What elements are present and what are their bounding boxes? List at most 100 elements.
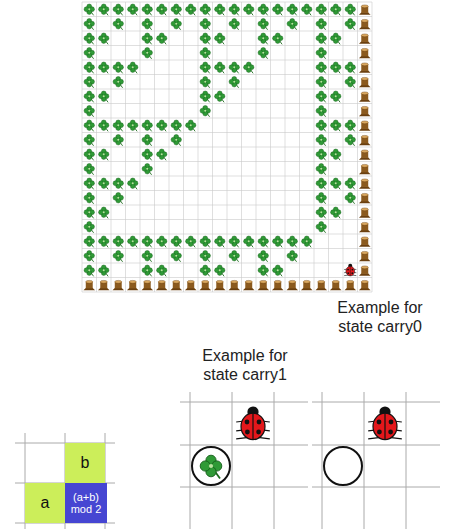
clover-icon (200, 4, 210, 15)
clover-leaf (128, 65, 133, 70)
clover-icon (84, 135, 94, 146)
clover-leaf (229, 239, 234, 244)
clover-icon (331, 91, 341, 102)
clover-icon (142, 164, 152, 175)
clover-center (335, 211, 337, 213)
clover-icon (84, 19, 94, 30)
clover-leaf (200, 65, 205, 70)
cell-text: a (41, 494, 50, 512)
clover-leaf (157, 239, 162, 244)
clover-center (204, 66, 206, 68)
clover-leaf (345, 65, 350, 70)
clover-leaf (302, 7, 307, 12)
clover-icon (84, 178, 94, 189)
clover-center (291, 23, 293, 25)
ladybug-body (373, 413, 397, 439)
clover-center (146, 8, 148, 10)
clover-center (103, 37, 105, 39)
clover-center (320, 182, 322, 184)
clover-leaf (99, 7, 104, 12)
stump-top (361, 179, 368, 182)
clover-center (262, 269, 264, 271)
clover-leaf (273, 268, 278, 273)
tree-stump-icon (359, 208, 371, 218)
clover-icon (229, 62, 239, 73)
grid-line (180, 487, 308, 488)
clover-center (132, 66, 134, 68)
clover-leaf (142, 21, 147, 26)
clover-icon (99, 4, 109, 15)
clover-icon (200, 265, 210, 276)
clover-icon (84, 193, 94, 204)
clover-leaf (302, 239, 307, 244)
tree-stump-icon (359, 193, 371, 203)
clover-center (320, 95, 322, 97)
clover-icon (316, 33, 326, 44)
clover-leaf (142, 50, 147, 55)
world-grid (82, 2, 372, 292)
clover-leaf (142, 7, 147, 12)
clover-icon (287, 236, 297, 247)
tree-stump-icon (98, 280, 110, 290)
tree-stump-icon (359, 266, 371, 276)
clover-icon (316, 19, 326, 30)
clover-leaf (113, 253, 118, 258)
clover-center (349, 182, 351, 184)
clover-leaf (113, 79, 118, 84)
clover-leaf (215, 239, 220, 244)
grid-line (82, 292, 372, 293)
clover-leaf (331, 7, 336, 12)
clover-center (320, 124, 322, 126)
clover-leaf (84, 268, 89, 273)
clover-leaf (113, 65, 118, 70)
clover-icon (200, 48, 210, 59)
stump-top (361, 92, 368, 95)
clover-center (233, 66, 235, 68)
ladybug-body (241, 413, 265, 439)
clover-center (146, 139, 148, 141)
clover-icon (316, 62, 326, 73)
clover-icon (128, 62, 138, 73)
tree-stump-icon (359, 77, 371, 87)
clover-center (320, 153, 322, 155)
clover-icon (142, 265, 152, 276)
clover-leaf (186, 123, 191, 128)
clover-center (103, 182, 105, 184)
tree-stump-icon (344, 280, 356, 290)
clover-leaf (316, 224, 321, 229)
clover-icon (200, 251, 210, 262)
clover-center (233, 240, 235, 242)
tree-stump-icon (359, 19, 371, 29)
clover-icon (84, 33, 94, 44)
clover-icon (200, 106, 210, 117)
clover-leaf (287, 7, 292, 12)
clover-icon (287, 251, 297, 262)
grid-cell: b (65, 443, 105, 483)
clover-icon (113, 251, 123, 262)
clover-icon (128, 4, 138, 15)
clover-icon (244, 236, 254, 247)
clover-center (117, 66, 119, 68)
clover-icon (316, 178, 326, 189)
clover-icon (244, 62, 254, 73)
clover-icon (128, 236, 138, 247)
clover-center (349, 66, 351, 68)
clover-center (291, 255, 293, 257)
clover-leaf (345, 21, 350, 26)
ladybug-spot (351, 272, 353, 274)
stump-top (361, 208, 368, 211)
clover-leaf (345, 181, 350, 186)
clover-icon (200, 77, 210, 88)
clover-center (103, 95, 105, 97)
clover-center (175, 23, 177, 25)
clover-center (335, 182, 337, 184)
stump-top (187, 280, 194, 283)
clover-icon (142, 236, 152, 247)
ladybug-spot (256, 430, 261, 435)
example-caption: Example for state carry1 (190, 346, 300, 384)
clover-center (335, 153, 337, 155)
clover-center (248, 66, 250, 68)
clover-center (204, 81, 206, 83)
clover-center (320, 110, 322, 112)
clover-icon (273, 236, 283, 247)
